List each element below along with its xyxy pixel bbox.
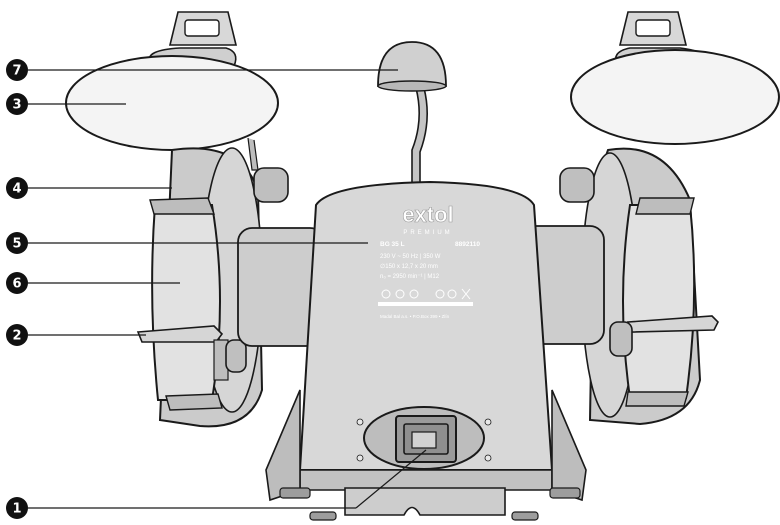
brand-logo: extol PREMIUM: [402, 202, 454, 236]
svg-text:3: 3: [12, 98, 21, 113]
brand-tagline: PREMIUM: [403, 230, 452, 236]
motor-housing: [265, 180, 587, 516]
right-wheel-assembly: [581, 147, 719, 426]
label-line3: n₀ = 2950 min⁻¹ | M12: [380, 274, 440, 280]
svg-text:5: 5: [12, 237, 21, 252]
callout-2: 2: [6, 324, 28, 346]
right-eye-shield-assembly: [570, 11, 780, 145]
power-switch: [356, 406, 492, 470]
left-eye-shield-assembly: [65, 11, 279, 171]
right-eye-shield: [570, 49, 780, 145]
svg-text:6: 6: [12, 277, 21, 292]
callout-1: 1: [6, 497, 28, 519]
certification-icons: [381, 288, 471, 300]
callout-6: 6: [6, 272, 28, 294]
label-footer: Madal Bal a.s. • P.O.Box 399 • Zlín: [380, 314, 450, 319]
callout-3: 3: [6, 93, 28, 115]
svg-text:2: 2: [12, 329, 21, 344]
left-tool-rest-knob: [225, 339, 247, 373]
right-grinding-wheel: [622, 204, 696, 399]
label-line2: ∅150 x 12,7 x 20 mm: [380, 263, 438, 270]
svg-text:1: 1: [12, 502, 21, 517]
label-code: 8892110: [455, 241, 480, 248]
callout-leader-lines: [28, 69, 427, 509]
left-tool-rest: [136, 325, 224, 343]
label-model: BG 35 L: [380, 241, 405, 248]
svg-text:4: 4: [12, 182, 21, 197]
callout-5: 5: [6, 232, 28, 254]
svg-text:7: 7: [12, 64, 21, 79]
left-wheel-assembly: [136, 147, 264, 428]
brand-logo-text: extol: [402, 202, 453, 227]
callout-4: 4: [6, 177, 28, 199]
label-line1: 230 V ~ 50 Hz | 350 W: [380, 254, 441, 260]
rating-label-plate: BG 35 L 8892110 230 V ~ 50 Hz | 350 W ∅1…: [378, 241, 480, 319]
left-grinding-wheel: [151, 204, 221, 401]
callout-7: 7: [6, 59, 28, 81]
right-tool-rest-knob: [609, 321, 633, 357]
gooseneck-lamp: [377, 41, 447, 193]
